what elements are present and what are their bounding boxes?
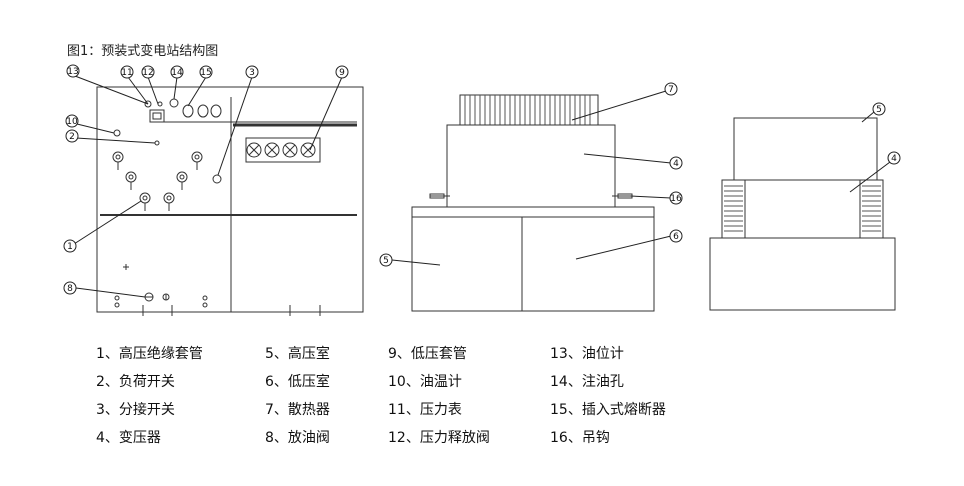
- side-view: [411, 94, 655, 312]
- callout-1: [63, 239, 77, 253]
- callout-7: [664, 82, 678, 96]
- front-view: [96, 86, 364, 316]
- callout-13: [66, 64, 80, 78]
- base-compartments: [411, 206, 655, 312]
- legend-item: 5、高压室: [265, 346, 330, 362]
- hv-bushings: [112, 151, 203, 211]
- right-fins: [859, 179, 884, 239]
- callout-5b-label: 5: [876, 105, 882, 115]
- legend-item: 13、油位计: [550, 346, 624, 362]
- callout-10-label: 10: [66, 117, 78, 127]
- legend-item: 1、高压绝缘套管: [96, 346, 203, 362]
- callout-2: [65, 129, 79, 143]
- callout-5b: [872, 102, 886, 116]
- figure-title: 图1：预装式变电站结构图: [67, 44, 219, 59]
- legend-item: 6、低压室: [265, 374, 330, 390]
- callout-7-label: 7: [668, 85, 674, 95]
- transformer-side: [446, 124, 616, 208]
- legend-item: 14、注油孔: [550, 374, 624, 390]
- callout-14-label: 14: [171, 68, 183, 78]
- callout-1-label: 1: [67, 242, 73, 252]
- legend-item: 11、压力表: [388, 402, 462, 418]
- callout-4b: [887, 151, 901, 165]
- callout-13-label: 13: [67, 67, 78, 77]
- callout-15-label: 15: [200, 68, 211, 78]
- callout-4a-label: 4: [673, 159, 679, 169]
- radiator-fins: [464, 95, 591, 125]
- callout-12: [141, 65, 155, 79]
- callout-4b-label: 4: [891, 154, 897, 164]
- oil-thermometer: [113, 129, 121, 137]
- callout-4a: [669, 156, 683, 170]
- legend-item: 7、散热器: [265, 402, 330, 418]
- left-fins: [721, 179, 746, 239]
- callout-16-label: 16: [670, 194, 682, 204]
- transformer-box: [744, 179, 861, 239]
- hv-room-box: [733, 117, 878, 181]
- legend-item: 3、分接开关: [96, 402, 175, 418]
- radiator: [459, 94, 599, 126]
- callout-6: [669, 229, 683, 243]
- leader-lines: [73, 75, 891, 298]
- callout-6-label: 6: [673, 232, 679, 242]
- legend-item: 9、低压套管: [388, 346, 467, 362]
- callout-10: [65, 114, 79, 128]
- oil-level-gauge: [149, 109, 165, 123]
- lv-room-box: [709, 237, 896, 311]
- legend-item: 8、放油阀: [265, 430, 330, 446]
- load-switch: [154, 140, 160, 146]
- callout-9-label: 9: [339, 68, 345, 78]
- legend-item: 4、变压器: [96, 430, 161, 446]
- lv-bushings: [246, 142, 316, 158]
- callout-9: [335, 65, 349, 79]
- legend-item: 15、插入式熔断器: [550, 402, 666, 418]
- callout-3-label: 3: [249, 68, 255, 78]
- callout-11-label: 11: [121, 68, 132, 78]
- callout-numbers: 13 11 12 14 15 3 9 10 2 1 8 7 4 16 6 5 5…: [66, 67, 897, 294]
- callout-3: [245, 65, 259, 79]
- legend-item: 2、负荷开关: [96, 374, 175, 390]
- callout-8-label: 8: [67, 284, 73, 294]
- callout-5a-label: 5: [383, 256, 389, 266]
- legend-item: 16、吊钩: [550, 430, 610, 446]
- legend-item: 12、压力释放阀: [388, 430, 490, 446]
- tap-changer: [212, 174, 222, 184]
- callout-14: [170, 65, 184, 79]
- callout-16: [669, 191, 683, 205]
- rear-view: [709, 117, 896, 311]
- callout-5a: [379, 253, 393, 267]
- callout-circles: [63, 64, 901, 295]
- callout-15: [199, 65, 213, 79]
- callout-2-label: 2: [69, 132, 75, 142]
- callout-11: [120, 65, 134, 79]
- callout-12-label: 12: [142, 68, 153, 78]
- front-enclosure: [96, 86, 364, 313]
- callout-8: [63, 281, 77, 295]
- legend-item: 10、油温计: [388, 374, 462, 390]
- lv-bushing-group: [245, 137, 321, 163]
